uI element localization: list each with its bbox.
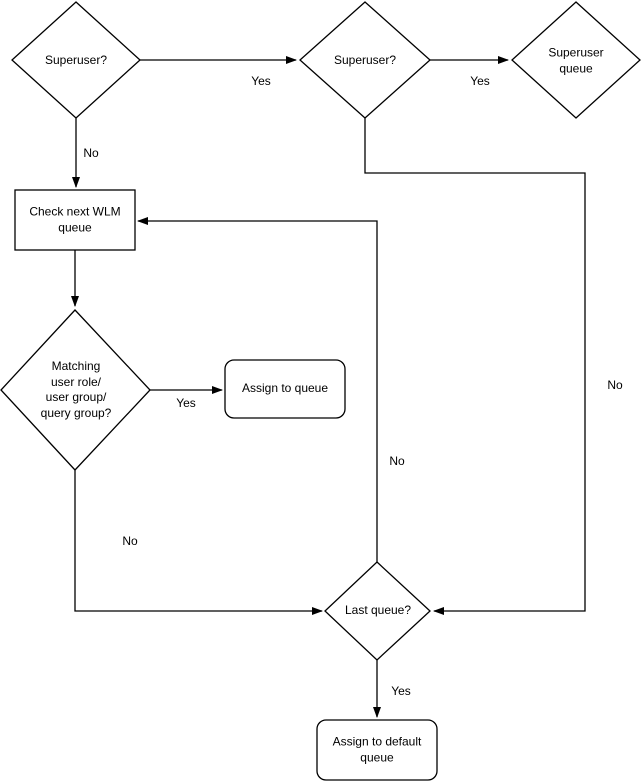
- edge-matching-to-last-queue: [74, 470, 323, 615]
- superuser-queue-diamond: [511, 1, 641, 119]
- edge-superuser-b-to-last-queue: [364, 118, 586, 615]
- matching-diamond: [0, 309, 151, 471]
- edge-last-queue-to-check-next-wlm: [137, 217, 378, 562]
- last-queue-diamond: [324, 561, 431, 661]
- assign-queue-rounded-rect: [224, 359, 346, 419]
- superuser-a-diamond: [11, 1, 141, 119]
- superuser-b-diamond: [299, 1, 431, 119]
- assign-default-rounded-rect: [316, 719, 438, 781]
- check-next-wlm-rect: [14, 189, 136, 251]
